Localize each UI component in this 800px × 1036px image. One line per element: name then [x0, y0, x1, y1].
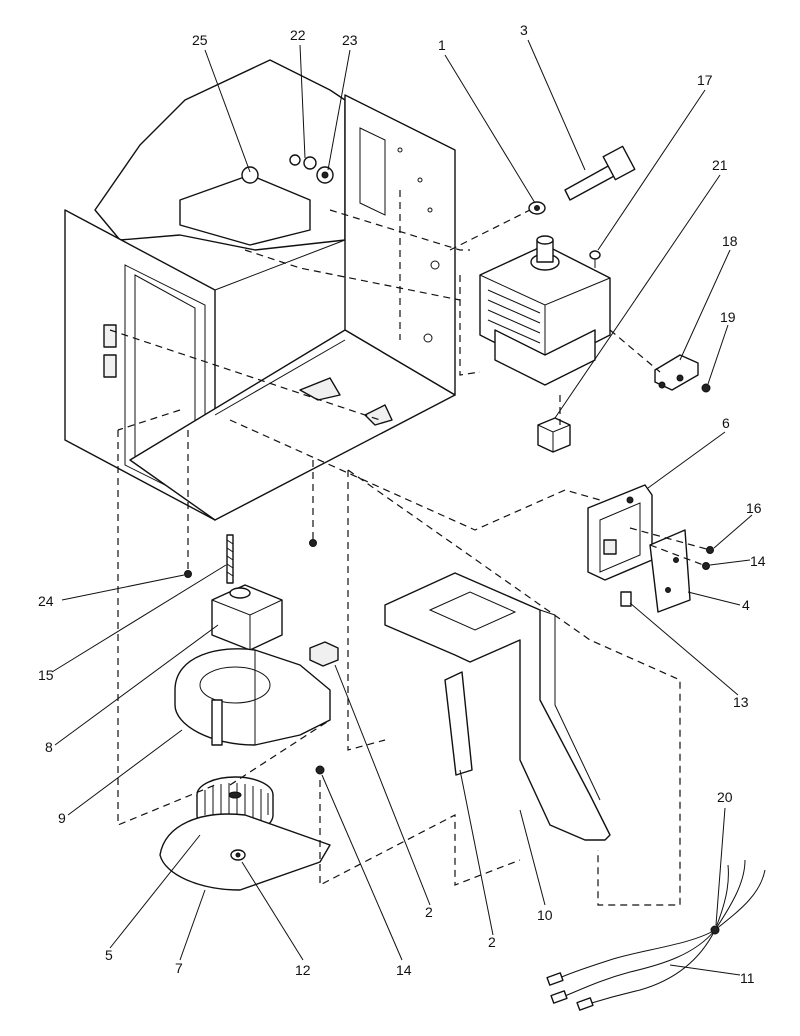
assembly-lines [109, 190, 711, 906]
part-24-screw [184, 570, 192, 578]
part-7-base-plate [159, 813, 331, 891]
part-13-clip [620, 591, 632, 607]
leader-lines [51, 39, 753, 976]
callout-16: 16 [746, 500, 762, 516]
callout-24: 24 [38, 593, 54, 609]
part-3-sensor [564, 145, 636, 201]
callout-10: 10 [537, 907, 553, 923]
part-14-screw-lower [315, 765, 325, 775]
part-17-screw [589, 250, 601, 268]
callout-9: 9 [58, 810, 66, 826]
part-19-screw [701, 383, 711, 393]
part-9-blower-housing [174, 648, 331, 746]
part-18-bracket [654, 354, 699, 391]
part-4-plate [649, 529, 691, 613]
callout-12: 12 [295, 962, 311, 978]
callout-17: 17 [697, 72, 713, 88]
part-2-block [309, 641, 339, 667]
part-10-air-guide [384, 572, 611, 841]
callout-19: 19 [720, 309, 736, 325]
part-15-bolt [226, 534, 234, 584]
callout-23: 23 [342, 32, 358, 48]
part-11-wire-harness [546, 859, 766, 1011]
part-16-screw [706, 546, 714, 554]
callout-4: 4 [742, 597, 750, 613]
magnetron [479, 235, 611, 386]
callout-25: 25 [192, 32, 208, 48]
callout-5: 5 [105, 947, 113, 963]
callout-11: 11 [740, 970, 755, 986]
callout-6: 6 [722, 415, 730, 431]
callout-18: 18 [722, 233, 738, 249]
callout-14-lower: 14 [396, 962, 412, 978]
callout-2-center: 2 [488, 934, 496, 950]
callout-8: 8 [45, 739, 53, 755]
part-8-fan-motor [211, 584, 283, 651]
callout-labels: 25 22 23 1 3 17 21 18 19 6 16 14 4 13 24… [38, 22, 766, 986]
part-21-filter [537, 417, 571, 453]
part-1-nut [528, 201, 546, 215]
callout-14-upper: 14 [750, 553, 766, 569]
part-14-screw [702, 562, 710, 570]
callout-22: 22 [290, 27, 306, 43]
cabinet-screw [309, 539, 317, 547]
callout-20: 20 [717, 789, 733, 805]
callout-7: 7 [175, 960, 183, 976]
callout-1: 1 [438, 37, 446, 53]
callout-13: 13 [733, 694, 749, 710]
callout-2-right: 2 [425, 904, 433, 920]
part-12-nut [230, 849, 246, 861]
callout-15: 15 [38, 667, 54, 683]
cabinet-chassis [64, 59, 456, 521]
callout-21: 21 [712, 157, 728, 173]
callout-3: 3 [520, 22, 528, 38]
